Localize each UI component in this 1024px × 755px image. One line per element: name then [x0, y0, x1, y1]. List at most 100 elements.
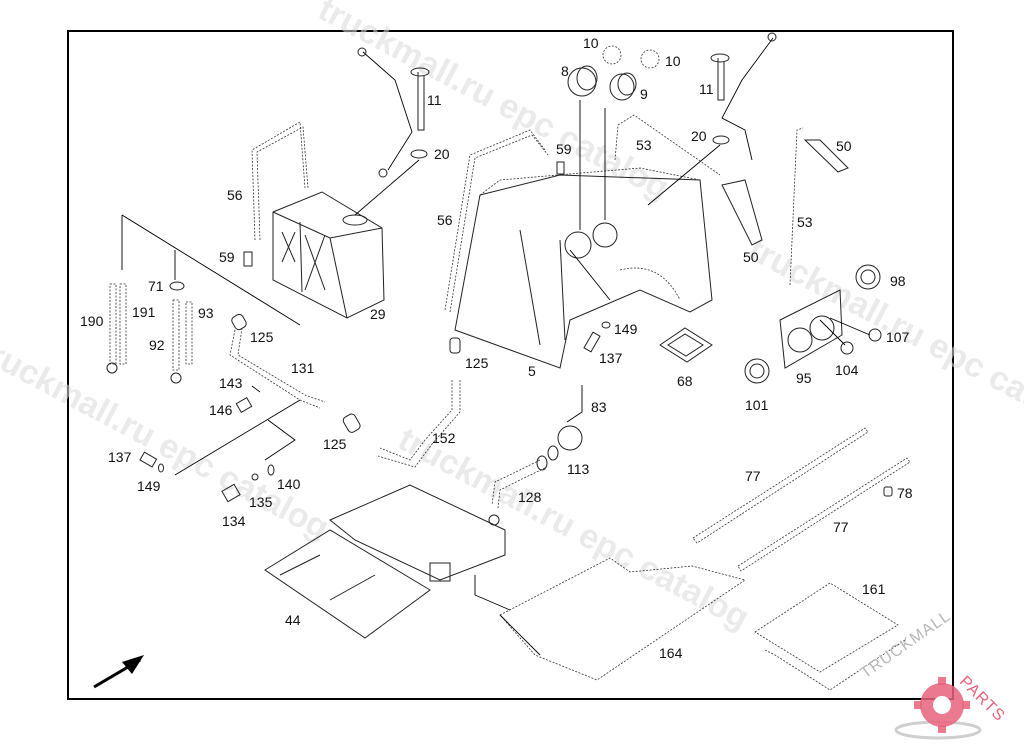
part-5-tank[interactable] — [454, 167, 713, 369]
callout-152[interactable]: 152 — [432, 430, 456, 446]
callout-125[interactable]: 125 — [323, 436, 347, 452]
callout-20[interactable]: 20 — [691, 128, 707, 144]
callout-68[interactable]: 68 — [677, 373, 693, 389]
part-125-coupler-a[interactable] — [230, 313, 247, 331]
part-77-rail-b[interactable] — [737, 457, 911, 572]
callout-107[interactable]: 107 — [886, 329, 910, 345]
part-95-plate[interactable] — [779, 289, 843, 369]
part-10-ring-a[interactable] — [602, 45, 622, 65]
callout-10[interactable]: 10 — [665, 53, 681, 69]
callout-59[interactable]: 59 — [556, 141, 572, 157]
callout-140[interactable]: 140 — [277, 476, 301, 492]
callout-44[interactable]: 44 — [285, 612, 301, 628]
callout-135[interactable]: 135 — [249, 494, 273, 510]
callout-190[interactable]: 190 — [80, 313, 104, 329]
part-59-clip-left[interactable] — [243, 251, 253, 267]
part-134-fitting[interactable] — [221, 483, 241, 503]
part-29-tank[interactable] — [272, 191, 385, 319]
callout-149[interactable]: 149 — [137, 478, 161, 494]
part-9-cap[interactable] — [609, 72, 637, 101]
part-128-hose[interactable] — [491, 455, 548, 509]
part-44-tray[interactable] — [264, 484, 506, 639]
part-191-pipe[interactable] — [119, 283, 127, 365]
part-164-panel[interactable] — [474, 557, 746, 681]
callout-56[interactable]: 56 — [227, 187, 243, 203]
callout-104[interactable]: 104 — [835, 362, 859, 378]
part-53-pipe-a[interactable] — [614, 114, 721, 176]
part-59-clip-right[interactable] — [556, 161, 565, 175]
callout-77[interactable]: 77 — [745, 468, 761, 484]
part-83-bracket[interactable] — [566, 385, 583, 423]
part-125-coupler-c[interactable] — [342, 413, 362, 434]
part-146-nut[interactable] — [235, 396, 253, 414]
callout-59[interactable]: 59 — [219, 249, 235, 265]
callout-9[interactable]: 9 — [640, 86, 648, 102]
part-137-sensor-right[interactable] — [583, 331, 601, 353]
part-107-nut[interactable] — [868, 328, 882, 342]
callout-92[interactable]: 92 — [149, 337, 165, 353]
callout-134[interactable]: 134 — [222, 513, 246, 529]
part-143-pin[interactable] — [251, 385, 261, 393]
part-50-bracket-b[interactable] — [803, 139, 849, 173]
callout-98[interactable]: 98 — [890, 273, 906, 289]
callout-8[interactable]: 8 — [561, 63, 569, 79]
part-101-grommet[interactable] — [744, 358, 770, 384]
callout-77[interactable]: 77 — [833, 519, 849, 535]
part-135-washer[interactable] — [251, 473, 259, 481]
callout-137[interactable]: 137 — [108, 449, 132, 465]
part-20-gasket-left[interactable] — [410, 149, 428, 159]
part-11-sender-left[interactable] — [357, 47, 430, 178]
part-93-pipe[interactable] — [185, 301, 193, 365]
callout-125[interactable]: 125 — [250, 329, 274, 345]
part-104-nut[interactable] — [840, 341, 854, 355]
callout-146[interactable]: 146 — [209, 402, 233, 418]
part-113-clamp[interactable] — [547, 425, 583, 461]
callout-191[interactable]: 191 — [132, 304, 156, 320]
part-11-sender-right[interactable] — [710, 32, 777, 161]
part-149-seal-right[interactable] — [601, 321, 611, 329]
callout-143[interactable]: 143 — [219, 375, 243, 391]
part-8-cap[interactable] — [567, 65, 598, 97]
callout-93[interactable]: 93 — [198, 305, 214, 321]
callout-149[interactable]: 149 — [614, 321, 638, 337]
callout-5[interactable]: 5 — [528, 363, 536, 379]
part-92-pipe[interactable] — [170, 299, 182, 384]
callout-113[interactable]: 113 — [567, 461, 590, 477]
part-10-ring-b[interactable] — [640, 49, 660, 69]
callout-131[interactable]: 131 — [291, 360, 315, 376]
part-149-seal-left[interactable] — [158, 463, 164, 473]
part-190-pipe[interactable] — [106, 283, 118, 374]
callout-125[interactable]: 125 — [465, 355, 489, 371]
part-20-gasket-right[interactable] — [712, 135, 730, 145]
part-152-hose[interactable] — [377, 380, 461, 468]
callout-83[interactable]: 83 — [591, 399, 607, 415]
part-161-panel[interactable] — [754, 582, 906, 691]
part-56-pipe-left[interactable] — [251, 121, 309, 241]
part-137-sensor-left[interactable] — [139, 451, 158, 468]
part-56-pipe-right[interactable] — [444, 129, 549, 313]
callout-11[interactable]: 11 — [427, 92, 442, 108]
callout-137[interactable]: 137 — [599, 350, 623, 366]
callout-11[interactable]: 11 — [699, 81, 714, 97]
part-53-pipe-b[interactable] — [789, 127, 804, 286]
part-125-coupler-b[interactable] — [449, 337, 461, 354]
part-140-seal[interactable] — [267, 464, 275, 476]
callout-128[interactable]: 128 — [518, 489, 542, 505]
callout-29[interactable]: 29 — [370, 306, 386, 322]
callout-71[interactable]: 71 — [148, 278, 164, 294]
part-78-nut[interactable] — [883, 486, 893, 497]
callout-53[interactable]: 53 — [636, 137, 652, 153]
callout-95[interactable]: 95 — [796, 370, 812, 386]
part-68-gasket[interactable] — [659, 327, 713, 363]
callout-20[interactable]: 20 — [434, 146, 450, 162]
callout-50[interactable]: 50 — [743, 249, 759, 265]
part-131-pipe[interactable] — [229, 327, 326, 409]
callout-161[interactable]: 161 — [862, 581, 886, 597]
callout-50[interactable]: 50 — [836, 138, 852, 154]
callout-53[interactable]: 53 — [797, 214, 813, 230]
callout-78[interactable]: 78 — [897, 485, 913, 501]
callout-10[interactable]: 10 — [583, 35, 599, 51]
part-71-washer[interactable] — [169, 281, 185, 291]
callout-101[interactable]: 101 — [745, 397, 769, 413]
callout-56[interactable]: 56 — [437, 212, 453, 228]
